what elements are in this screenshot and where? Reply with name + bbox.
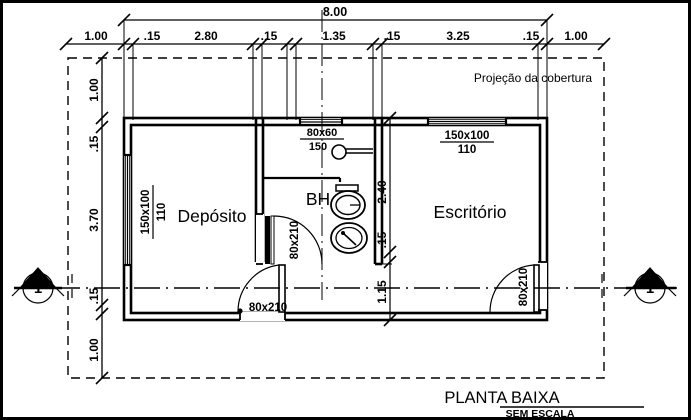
sheet-title: PLANTA BAIXA (444, 389, 559, 407)
room-label-deposito: Depósito (177, 206, 246, 226)
dim-overall-8-00: 8.00 (323, 5, 347, 19)
window-escritorio-sill: 110 (458, 144, 477, 156)
dim-interior-1: 2.40 (375, 180, 389, 204)
window-deposito-size: 150x100 (140, 190, 152, 235)
door-escritorio-label: 80x210 (518, 268, 530, 306)
room-label-escritorio: Escritório (434, 202, 507, 222)
dim-left-2: .15 (87, 135, 101, 152)
dim-left-5: 1.00 (87, 338, 101, 362)
dim-top-4: .15 (261, 29, 278, 43)
sheet-subtitle: SEM ESCALA (506, 408, 575, 420)
title-block: PLANTA BAIXA SEM ESCALA (444, 389, 644, 420)
roof-projection-label: Projeção da cobertura (474, 71, 592, 85)
extension-lines-top (123, 20, 548, 120)
roof-projection-outline (67, 57, 605, 379)
dim-top-9: 1.00 (564, 29, 588, 43)
door-banheiro: 80x210 (256, 213, 323, 265)
sink-fixture-icon (330, 222, 368, 254)
dim-left-3: 3.70 (87, 208, 101, 232)
window-escritorio-size: 150x100 (445, 130, 490, 142)
window-banheiro-sill: 150 (309, 141, 327, 153)
window-deposito-left: 150x100 110 (124, 153, 168, 267)
dim-top-3: 2.80 (194, 29, 218, 43)
dimension-top-overall: 8.00 (117, 5, 554, 27)
door-deposito-label: 80x210 (249, 302, 287, 314)
dim-top-8: .15 (523, 29, 540, 43)
dim-left-1: 1.00 (87, 78, 101, 102)
dim-top-6: .15 (384, 29, 401, 43)
door-deposito: 80x210 (237, 264, 287, 321)
section-marker-left[interactable]: 1 (11, 267, 73, 304)
partition-bh-shower (263, 176, 342, 182)
section-marker-left-label: 1 (34, 280, 42, 297)
window-deposito-sill: 110 (156, 203, 168, 222)
toilet-fixture-icon (330, 184, 366, 220)
window-banheiro-top: 80x60 150 (298, 118, 344, 153)
dim-top-1: 1.00 (84, 29, 108, 43)
shower-head-icon (331, 144, 373, 160)
room-label-banheiro: BH (306, 189, 330, 209)
dim-top-2: .15 (144, 29, 161, 43)
door-banheiro-label: 80x210 (289, 221, 301, 259)
dimension-left-chain: 1.00 .15 3.70 .15 1.00 (87, 51, 109, 385)
dim-interior-3: 1.15 (375, 280, 389, 304)
dim-interior-2: .15 (375, 231, 389, 248)
dim-top-7: 3.25 (446, 29, 470, 43)
section-marker-right[interactable]: 1 (601, 267, 677, 304)
dimension-interior-right: 2.40 .15 1.15 (375, 111, 397, 327)
dim-left-4: .15 (87, 287, 101, 304)
window-escritorio-top: 150x100 110 (426, 118, 508, 156)
dim-top-5: 1.35 (322, 29, 346, 43)
section-marker-right-label: 1 (646, 280, 654, 297)
